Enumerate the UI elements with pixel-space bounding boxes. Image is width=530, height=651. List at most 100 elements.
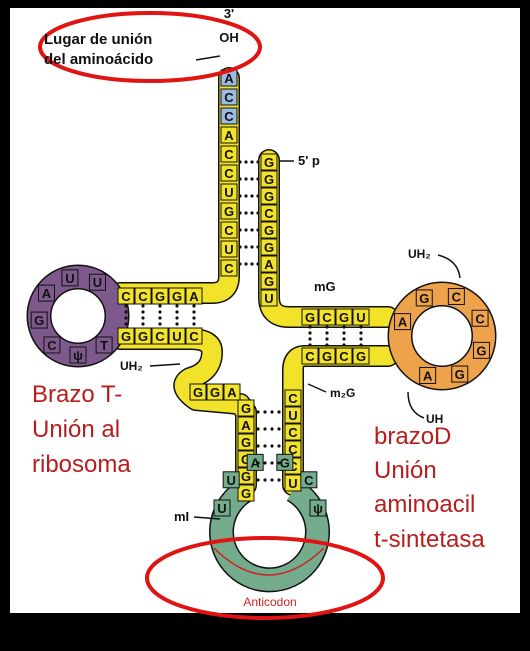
anticodon-pair-dot: [256, 427, 259, 430]
anticodon-pair-dot: [263, 410, 266, 413]
acceptor-pair-dot: [238, 228, 241, 231]
svg-text:G: G: [172, 289, 182, 304]
svg-text:G: G: [264, 189, 274, 204]
d-arm-annotation-line1: brazoD: [374, 423, 451, 450]
acceptor-pair-dot: [244, 211, 247, 214]
svg-text:T: T: [100, 338, 108, 353]
svg-text:A: A: [423, 368, 433, 383]
d-arm-pair-dot: [308, 325, 311, 328]
d-loop-nt: C: [472, 310, 488, 326]
svg-text:C: C: [322, 310, 332, 325]
anticodon-loop-nt: A: [247, 454, 263, 470]
t-arm-pair-dot: [192, 310, 195, 313]
t-arm-pair-dot: [158, 316, 161, 319]
svg-text:C: C: [47, 338, 57, 353]
svg-text:C: C: [155, 329, 165, 344]
acceptor-right-nt: G: [261, 154, 277, 170]
svg-text:G: G: [339, 310, 349, 325]
acceptor-pair-dot: [250, 262, 253, 265]
d-arm-pair-dot: [325, 343, 328, 346]
anticodon-pair-dot: [270, 478, 273, 481]
svg-text:C: C: [224, 147, 234, 162]
acceptor-pair-dot: [250, 194, 253, 197]
anticodon-loop-nt: U: [214, 500, 230, 516]
t-arm-top-nt: C: [118, 288, 134, 304]
d-loop-nt: C: [448, 289, 464, 305]
svg-text:G: G: [241, 435, 251, 450]
d-arm-pair-dot: [359, 343, 362, 346]
d-loop-nt: G: [452, 366, 468, 382]
svg-text:G: G: [241, 401, 251, 416]
d-loop-nt: A: [420, 367, 436, 383]
acceptor-pair-dot: [250, 211, 253, 214]
t-arm-annotation-line1: Brazo T-: [32, 381, 122, 408]
anticodon-right-nt: U: [285, 475, 301, 491]
t-arm-pair-dot: [141, 304, 144, 307]
svg-text:U: U: [288, 408, 297, 423]
anticodon-pair-dot: [277, 410, 280, 413]
svg-text:ψ: ψ: [313, 501, 323, 516]
acceptor-pair-dot: [244, 228, 247, 231]
d-arm-pair-dot: [325, 337, 328, 340]
svg-text:A: A: [42, 286, 52, 301]
acceptor-pair-dot: [238, 211, 241, 214]
uh2-top-label: UH₂: [408, 247, 431, 261]
acceptor-right-nt: G: [261, 188, 277, 204]
acceptor-left-nt: C: [221, 260, 237, 276]
svg-text:G: G: [322, 349, 332, 364]
acceptor-pair-dot: [244, 262, 247, 265]
svg-text:C: C: [224, 261, 234, 276]
svg-text:A: A: [398, 315, 408, 330]
anticodon-pair-dot: [277, 461, 280, 464]
t-loop-nt: T: [96, 337, 112, 353]
t-arm-pair-dot: [158, 322, 161, 325]
svg-text:U: U: [356, 310, 365, 325]
svg-text:ψ: ψ: [73, 348, 83, 363]
mg-label: mG: [314, 279, 336, 294]
svg-text:C: C: [264, 206, 274, 221]
svg-text:G: G: [419, 291, 429, 306]
svg-text:U: U: [224, 242, 233, 257]
variable-nt: G: [207, 384, 223, 400]
acceptor-left-nt: G: [221, 203, 237, 219]
d-loop-nt: G: [473, 342, 489, 358]
d-arm-pair-dot: [342, 325, 345, 328]
acceptor-pair-dot: [256, 245, 259, 248]
acceptor-pair-dot: [238, 177, 241, 180]
d-arm-pair-dot: [308, 331, 311, 334]
anticodon-left-nt: G: [238, 434, 254, 450]
anticodon-pair-dot: [270, 461, 273, 464]
anticodon-pair-dot: [256, 444, 259, 447]
acceptor-right-nt: U: [261, 290, 277, 306]
d-arm-pair-dot: [342, 337, 345, 340]
t-loop-nt: U: [62, 270, 78, 286]
t-arm-pair-dot: [175, 304, 178, 307]
d-arm-pair-dot: [342, 331, 345, 334]
svg-text:C: C: [339, 349, 349, 364]
svg-text:G: G: [224, 204, 234, 219]
svg-text:G: G: [264, 155, 274, 170]
anticodon-loop-nt: U: [223, 472, 239, 488]
svg-text:G: G: [264, 240, 274, 255]
t-loop-nt: C: [44, 337, 60, 353]
binding-site-label-line1: Lugar de unión: [44, 31, 152, 48]
acceptor-pair-dot: [256, 194, 259, 197]
svg-text:C: C: [224, 109, 234, 124]
svg-text:C: C: [288, 425, 298, 440]
acceptor-left-nt: C: [221, 89, 237, 105]
t-arm-pair-dot: [175, 316, 178, 319]
svg-text:C: C: [288, 391, 298, 406]
acceptor-pair-dot: [244, 245, 247, 248]
svg-text:C: C: [475, 311, 485, 326]
anticodon-pair-dot: [270, 427, 273, 430]
acceptor-pair-dot: [244, 160, 247, 163]
t-arm-pair-dot: [175, 310, 178, 313]
anticodon-pair-dot: [270, 444, 273, 447]
d-arm-top-nt: G: [336, 309, 352, 325]
svg-text:G: G: [305, 310, 315, 325]
acceptor-left-nt: C: [221, 222, 237, 238]
svg-text:A: A: [241, 418, 251, 433]
svg-text:G: G: [264, 223, 274, 238]
svg-text:U: U: [288, 476, 297, 491]
